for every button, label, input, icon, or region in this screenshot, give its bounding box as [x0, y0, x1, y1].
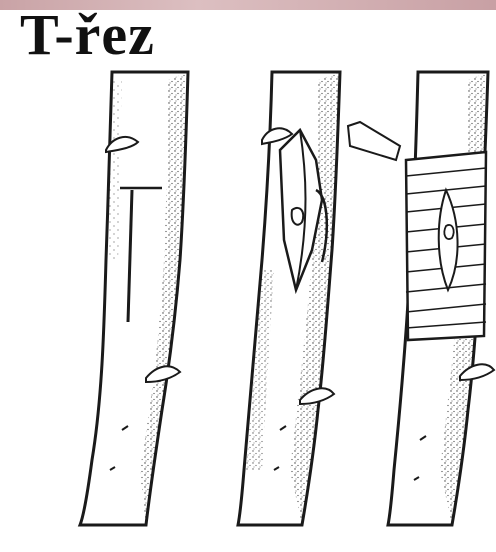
branch-wrapped-with-tie-icon: [348, 72, 494, 525]
branch-with-t-cut-icon: [80, 72, 188, 525]
branch-with-inserted-bud-icon: [238, 72, 340, 525]
